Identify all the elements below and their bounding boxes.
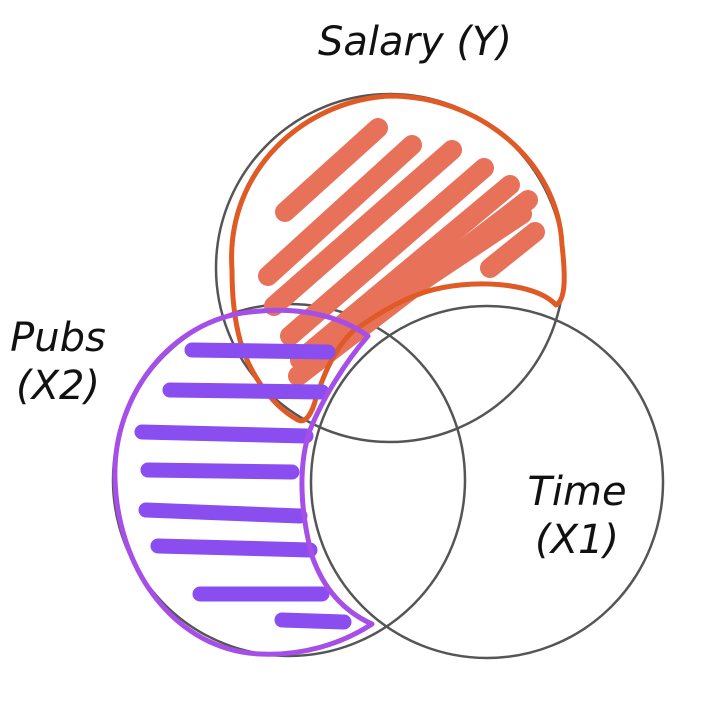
pubs-label-line2: (X2) [15,363,101,409]
salary-unique-outline [229,93,567,424]
salary-label-text: Salary (Y) [317,19,512,65]
pubs-label-line1: Pubs [10,315,106,361]
time-label: Time (X1) [512,468,642,564]
time-circle [309,304,665,660]
time-label-line1: Time [527,469,627,515]
pubs-unique-hatching [134,342,352,630]
pubs-unique-outline [112,307,375,657]
time-label-line2: (X1) [534,517,620,563]
salary-unique-hatching [258,118,545,386]
salary-label: Salary (Y) [300,18,530,66]
pubs-label: Pubs (X2) [0,314,116,410]
